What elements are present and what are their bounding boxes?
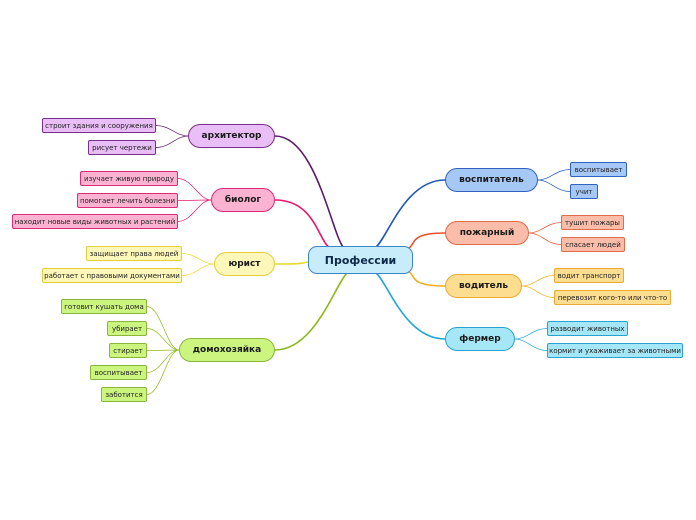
leaf-connector-biolog-1 (177, 199, 212, 201)
leaf-connector-yurist-0 (181, 253, 215, 265)
subtopic-voditel-1[interactable]: перевозит кого-то или что-то (554, 290, 671, 305)
subtopic-biolog-0[interactable]: изучает живую природу (80, 171, 178, 186)
leaf-connector-voditel-0 (521, 275, 555, 287)
leaf-connector-arkhitektor-0 (155, 125, 189, 137)
leaf-connector-domokhozyaika-2 (146, 349, 180, 351)
subtopic-biolog-1[interactable]: помогает лечить болезни (77, 193, 178, 208)
topic-fermer[interactable]: фермер (445, 327, 515, 351)
subtopic-arkhitektor-1[interactable]: рисует чертежи (88, 140, 156, 155)
subtopic-vospitatel-1[interactable]: учит (570, 184, 598, 199)
leaf-connector-fermer-0 (514, 328, 548, 340)
leaf-connector-voditel-1 (521, 285, 555, 298)
leaf-connector-biolog-0 (177, 178, 212, 201)
leaf-connector-yurist-1 (181, 263, 215, 276)
subtopic-vospitatel-0[interactable]: воспитывает (570, 162, 627, 177)
branch-connector-arkhitektor (274, 135, 344, 248)
topic-arkhitektor[interactable]: архитектор (188, 124, 275, 148)
leaf-connector-domokhozyaika-0 (146, 306, 180, 351)
leaf-connector-vospitatel-1 (537, 179, 571, 192)
leaf-connector-domokhozyaika-3 (146, 349, 180, 373)
topic-pozharny[interactable]: пожарный (445, 221, 529, 245)
subtopic-domokhozyaika-1[interactable]: убирает (107, 321, 147, 336)
central-topic[interactable]: Профессии (308, 246, 413, 274)
subtopic-domokhozyaika-3[interactable]: воспитывает (90, 365, 147, 380)
subtopic-pozharny-1[interactable]: спасает людей (561, 237, 625, 252)
branch-connector-fermer (375, 272, 446, 340)
branch-connector-biolog (274, 199, 331, 249)
leaf-connector-arkhitektor-1 (155, 135, 189, 148)
leaf-connector-fermer-1 (514, 338, 548, 351)
topic-vospitatel[interactable]: воспитатель (445, 168, 538, 192)
leaf-connector-biolog-2 (177, 199, 212, 222)
branch-connector-pozharny (405, 232, 446, 250)
subtopic-domokhozyaika-0[interactable]: готовит кушать дома (61, 299, 147, 314)
topic-yurist[interactable]: юрист (214, 252, 275, 276)
subtopic-domokhozyaika-4[interactable]: заботится (101, 387, 147, 402)
subtopic-fermer-0[interactable]: разводит животных (547, 321, 628, 336)
leaf-connector-pozharny-1 (528, 232, 562, 245)
branch-connector-yurist (274, 261, 311, 265)
leaf-connector-domokhozyaika-4 (146, 349, 180, 395)
topic-domokhozyaika[interactable]: домохозяйка (179, 338, 275, 362)
subtopic-yurist-0[interactable]: защищает права людей (86, 246, 182, 261)
subtopic-biolog-2[interactable]: находит новые виды животных и растений (12, 214, 178, 229)
branch-connector-voditel (405, 270, 446, 287)
leaf-connector-pozharny-0 (528, 222, 562, 234)
subtopic-arkhitektor-0[interactable]: строит здания и сооружения (42, 118, 156, 133)
leaf-connector-domokhozyaika-1 (146, 328, 180, 351)
subtopic-pozharny-0[interactable]: тушит пожары (561, 215, 624, 230)
topic-biolog[interactable]: биолог (211, 188, 275, 212)
branch-connector-vospitatel (375, 179, 446, 248)
topic-voditel[interactable]: водитель (445, 274, 522, 298)
subtopic-fermer-1[interactable]: кормит и ухаживает за животными (547, 343, 683, 358)
leaf-connector-vospitatel-0 (537, 169, 571, 181)
subtopic-domokhozyaika-2[interactable]: стирает (109, 343, 147, 358)
subtopic-yurist-1[interactable]: работает с правовыми документами (42, 268, 182, 283)
branch-connector-domokhozyaika (274, 272, 348, 351)
subtopic-voditel-0[interactable]: водит транспорт (554, 268, 624, 283)
